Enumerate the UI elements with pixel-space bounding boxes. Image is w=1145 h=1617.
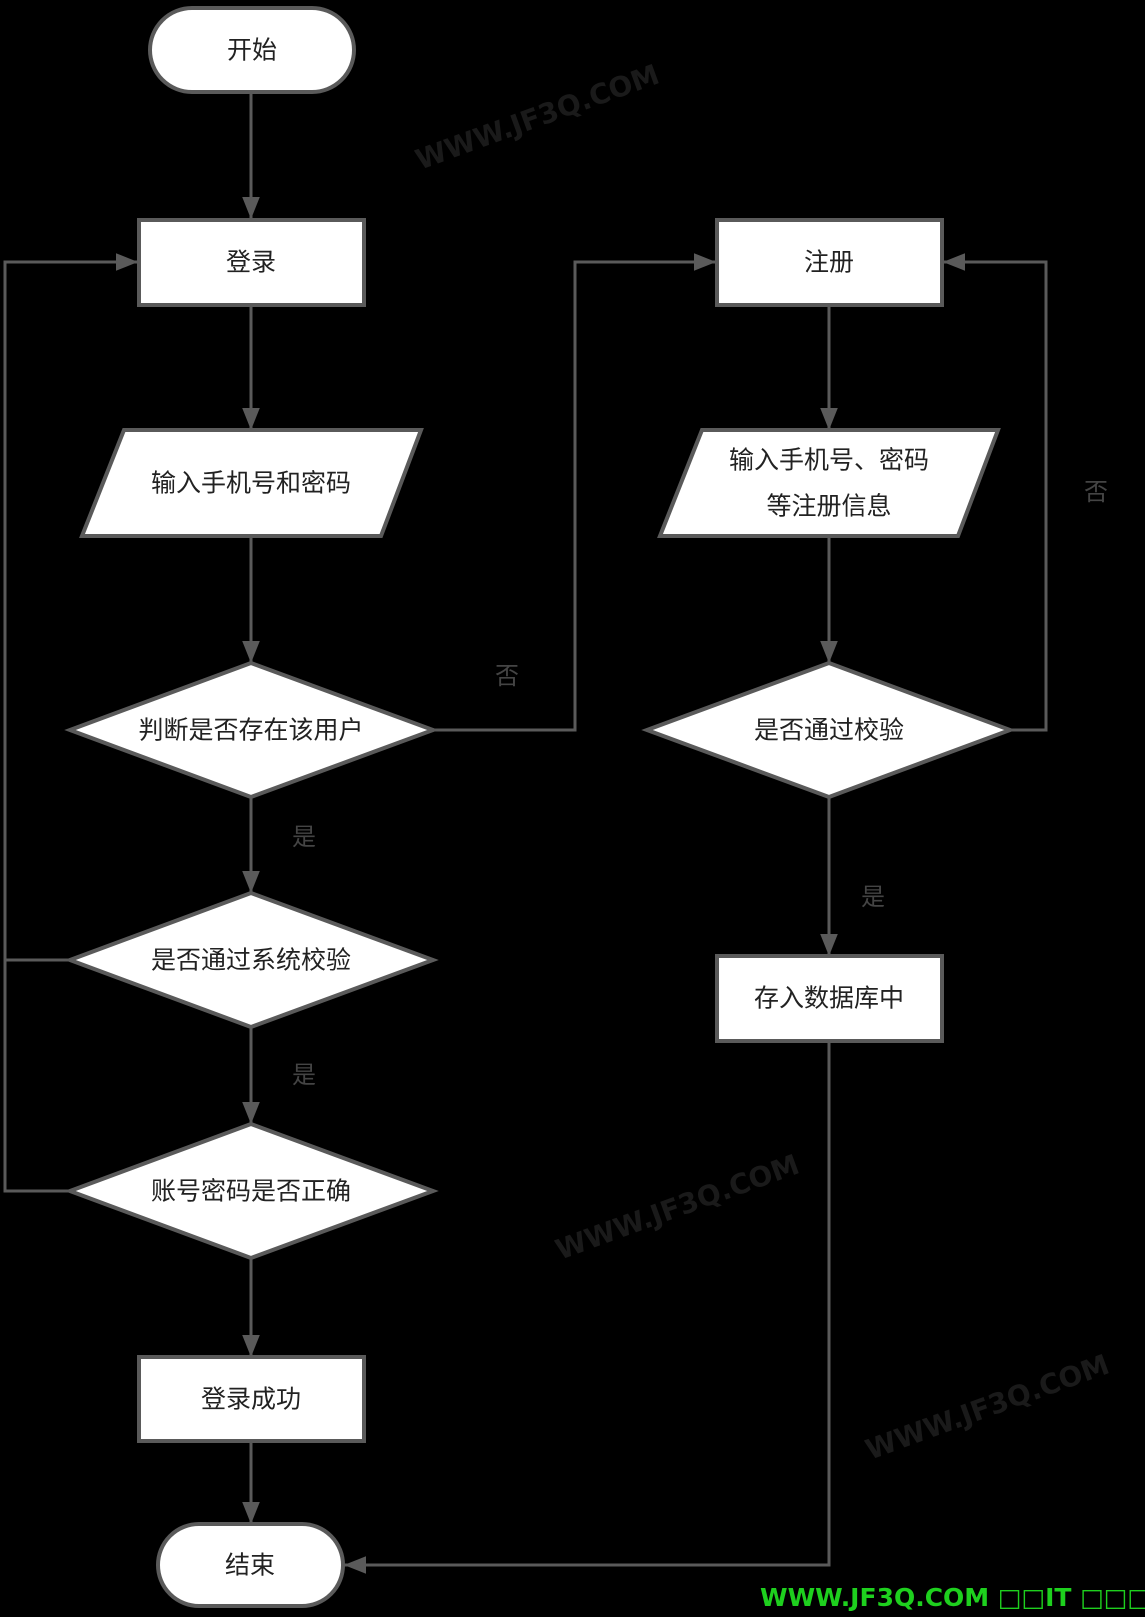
check-password-decision (64, 1121, 439, 1261)
edge-label-user-yes: 是 (292, 823, 316, 851)
save-db-process (715, 954, 944, 1043)
login-process (137, 218, 366, 307)
start-terminal (148, 6, 356, 94)
edge-label-user-no: 否 (495, 662, 519, 690)
input-login-data (79, 428, 424, 538)
edge-label-register-no: 否 (1084, 478, 1108, 506)
check-user-decision (64, 660, 439, 800)
check-register-decision (641, 660, 1016, 800)
loop-system-fail (3, 253, 138, 962)
end-label: 结束 (225, 1551, 275, 1580)
edge-label-system-yes: 是 (292, 1061, 316, 1089)
loop-password-fail (3, 960, 70, 1193)
watermark-text: WWW.JF3Q.COM (861, 1348, 1114, 1467)
arrow-user-no-register (433, 253, 716, 732)
input-login-label: 输入手机号和密码 (151, 469, 351, 498)
check-register-label: 是否通过校验 (754, 716, 904, 745)
start-label: 开始 (227, 36, 277, 65)
arrow-save-end (344, 1041, 831, 1574)
connectors (3, 92, 1048, 1574)
check-system-label: 是否通过系统校验 (151, 946, 351, 975)
footer-watermark: WWW.JF3Q.COM □□IT □□□□ (760, 1583, 1145, 1612)
watermark-text: WWW.JF3Q.COM (551, 1148, 804, 1267)
end-terminal (156, 1522, 345, 1608)
input-register-label-line2: 等注册信息 (766, 492, 891, 521)
register-process (715, 218, 944, 307)
check-user-label: 判断是否存在该用户 (138, 716, 363, 745)
login-success-process (137, 1355, 366, 1443)
login-success-label: 登录成功 (201, 1385, 301, 1414)
input-register-data (657, 428, 1001, 538)
register-label: 注册 (804, 248, 854, 277)
check-system-decision (64, 890, 439, 1030)
save-db-label: 存入数据库中 (754, 984, 904, 1013)
check-password-label: 账号密码是否正确 (151, 1177, 351, 1206)
login-label: 登录 (226, 248, 276, 277)
arrow-register-no (943, 253, 1048, 732)
input-register-label-line1: 输入手机号、密码 (729, 446, 929, 475)
watermark-text: WWW.JF3Q.COM (411, 58, 664, 177)
edge-label-register-yes: 是 (861, 883, 885, 911)
